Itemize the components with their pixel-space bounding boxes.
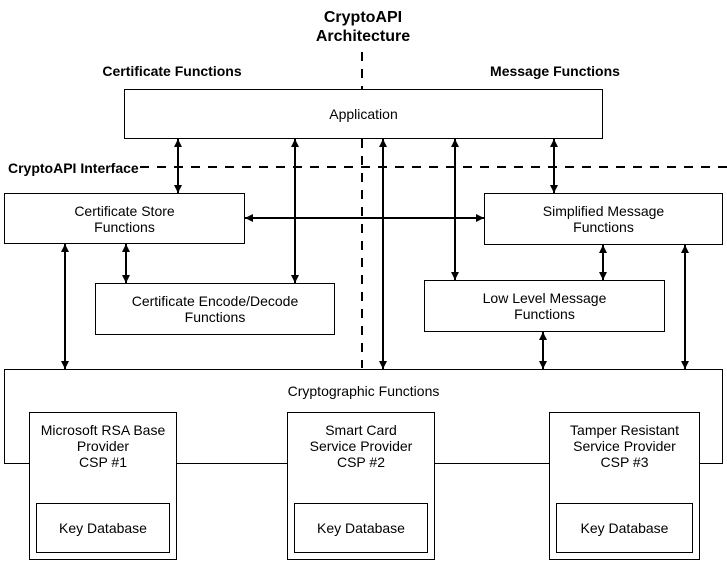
key-database-2-box: Key Database	[294, 503, 428, 553]
csp1-box: Microsoft RSA Base Provider CSP #1 Key D…	[29, 412, 177, 560]
simplified-message-functions-box: Simplified Message Functions	[484, 193, 723, 245]
arrow-certificate-store-certificate-encode-decode	[122, 244, 130, 283]
arrow-application-cryptographic-functions	[379, 139, 387, 369]
certificate-encode-decode-functions-box: Certificate Encode/Decode Functions	[95, 283, 335, 335]
arrow-low-level-message-cryptographic-functions	[539, 332, 547, 369]
arrow-simplified-message-low-level-message	[599, 245, 607, 280]
center-dashed-line-lower	[361, 139, 363, 368]
cryptoapi-interface-dashed-line	[140, 166, 727, 168]
csp1-label: Microsoft RSA Base Provider CSP #1	[40, 422, 166, 470]
key-database-1-box: Key Database	[36, 503, 170, 553]
cryptoapi-interface-label: CryptoAPI Interface	[8, 160, 139, 176]
csp3-label: Tamper Resistant Service Provider CSP #3	[570, 422, 679, 470]
application-box: Application	[124, 89, 603, 139]
certificate-store-functions-box: Certificate Store Functions	[4, 193, 245, 244]
csp2-box: Smart Card Service Provider CSP #2 Key D…	[287, 412, 435, 560]
arrow-application-certificate-store	[174, 139, 182, 193]
key-database-3-box: Key Database	[556, 503, 693, 553]
arrow-application-simplified-message	[550, 139, 558, 193]
arrow-application-certificate-encode-decode	[291, 139, 299, 283]
csp3-box: Tamper Resistant Service Provider CSP #3…	[549, 412, 700, 560]
message-functions-label: Message Functions	[490, 63, 620, 79]
certificate-functions-label: Certificate Functions	[102, 63, 242, 79]
csp2-label: Smart Card Service Provider CSP #2	[309, 422, 413, 470]
diagram-title: CryptoAPI Architecture	[315, 9, 411, 45]
low-level-message-functions-box: Low Level Message Functions	[424, 280, 665, 332]
arrow-application-low-level-message	[451, 139, 459, 280]
arrow-simplified-message-cryptographic-functions	[681, 245, 689, 369]
arrow-certificate-store-cryptographic-functions	[61, 244, 69, 369]
center-dashed-line-upper	[361, 52, 363, 89]
arrow-certificate-store-simplified-message	[245, 214, 484, 222]
